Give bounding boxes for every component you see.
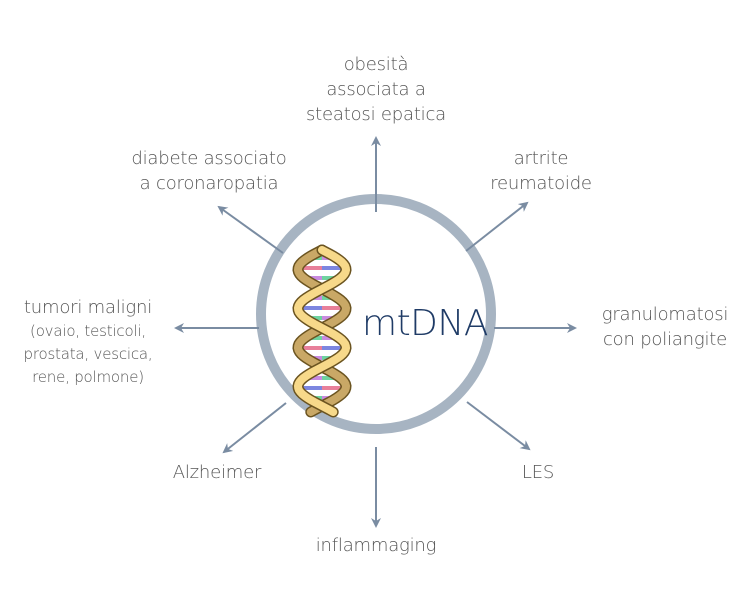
condition-right: granulomatosi con poliangite (601, 302, 729, 352)
label-line: reumatoide (490, 173, 592, 194)
center-label: mtDNA (362, 303, 488, 344)
label-line: obesità (343, 54, 409, 75)
label-line: associata a (326, 79, 426, 100)
label-line: tumori maligni (23, 297, 153, 318)
label-line: a coronaropatia (139, 173, 279, 194)
condition-top: obesità associata a steatosi epatica (306, 52, 446, 127)
arrow-top-right (465, 201, 529, 252)
label-line: con poliangite (602, 329, 728, 350)
condition-bottom-right: LES (522, 460, 554, 485)
condition-top-right: artrite reumatoide (490, 146, 592, 196)
condition-left: tumori maligni (ovaio, testicoli, prosta… (24, 295, 153, 389)
condition-bottom: inflammaging (316, 533, 437, 558)
arrow-bottom-left (222, 402, 287, 454)
label-line: (ovaio, testicoli, (30, 322, 146, 340)
condition-bottom-left: Alzheimer (172, 460, 262, 485)
label-line: LES (521, 462, 555, 483)
arrow-top-left (217, 205, 284, 254)
condition-top-left: diabete associato a coronaropatia (131, 146, 286, 196)
arrow-bottom-right (466, 401, 531, 451)
label-line: artrite (513, 148, 569, 169)
dna-strand-front (293, 246, 351, 416)
dna-helix-icon (292, 244, 352, 418)
label-line: Alzheimer (172, 462, 262, 483)
label-line: prostata, vescica, (23, 345, 153, 363)
label-line: steatosi epatica (305, 104, 447, 125)
label-line: rene, polmone) (32, 368, 144, 386)
label-line: granulomatosi (601, 304, 729, 325)
label-line: inflammaging (315, 535, 437, 556)
label-line: diabete associato (131, 148, 287, 169)
